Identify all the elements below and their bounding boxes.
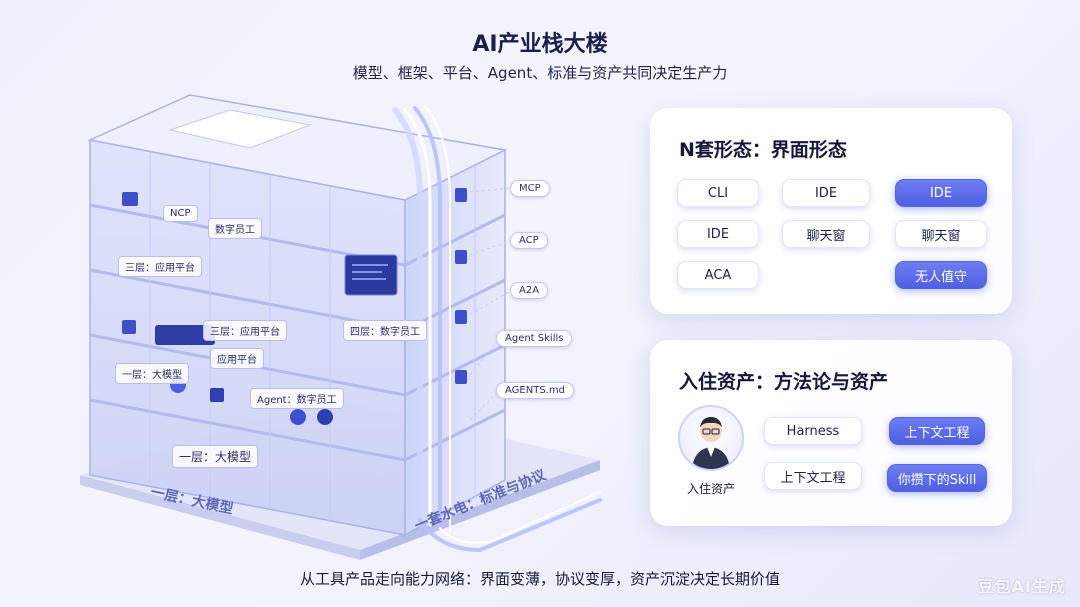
page-title: AI产业栈大楼 [472,32,608,57]
chip-context-engineering-active[interactable]: 上下文工程 [889,417,985,445]
chip-ide-2[interactable]: IDE [677,220,759,248]
tag-mcp: MCP [510,180,550,197]
tag-agents-md: AGENTS.md [496,382,574,399]
footer-caption: 从工具产品走向能力网络：界面变薄，协议变厚，资产沉淀决定长期价值 [299,570,780,588]
chip-saved-skill[interactable]: 你攒下的Skill [887,464,987,492]
floor-label-digital-staff: 数字员工 [208,218,262,239]
chip-ide[interactable]: IDE [782,179,870,207]
forms-panel-title: N套形态：界面形态 [679,139,847,161]
avatar [678,405,744,471]
floor-label-model-small: 一层：大模型 [115,363,189,384]
watermark: 豆包AI生成 [977,577,1066,596]
chip-harness[interactable]: Harness [764,417,862,445]
chip-aca[interactable]: ACA [677,261,759,289]
floor-label-app-platform-3: 应用平台 [210,348,264,369]
floor-label-agent-staff: Agent：数字员工 [250,388,344,409]
avatar-label: 入住资产 [686,482,735,496]
chip-cli[interactable]: CLI [677,179,759,207]
tag-agent-skills: Agent Skills [496,330,573,347]
page-subtitle: 模型、框架、平台、Agent、标准与资产共同决定生产力 [352,64,728,82]
floor-label-digital-staff-4: 四层：数字员工 [343,320,427,341]
floor-label-ncp: NCP [163,205,198,222]
floor-label-app-platform-2: 三层：应用平台 [203,320,287,341]
person-icon [692,417,730,469]
chip-ide-active[interactable]: IDE [895,179,987,207]
building-illustration: 数字员工 NCP 三层：应用平台 三层：应用平台 应用平台 四层：数字员工 一层… [60,80,620,560]
building-drawing [80,94,602,560]
floor-label-model: 一层：大模型 [172,445,259,468]
tag-acp: ACP [510,232,548,249]
chip-chat-window[interactable]: 聊天窗 [782,220,870,248]
chip-context-engineering[interactable]: 上下文工程 [764,462,862,490]
assets-panel-title: 入住资产：方法论与资产 [679,371,889,393]
floor-label-app-platform-1: 三层：应用平台 [118,256,202,277]
forms-panel: N套形态：界面形态 CLI IDE IDE IDE 聊天窗 聊天窗 ACA 无人… [650,108,1012,314]
tag-a2a: A2A [510,282,549,299]
chip-chat-window-2[interactable]: 聊天窗 [895,220,987,248]
chip-unattended[interactable]: 无人值守 [895,261,987,289]
